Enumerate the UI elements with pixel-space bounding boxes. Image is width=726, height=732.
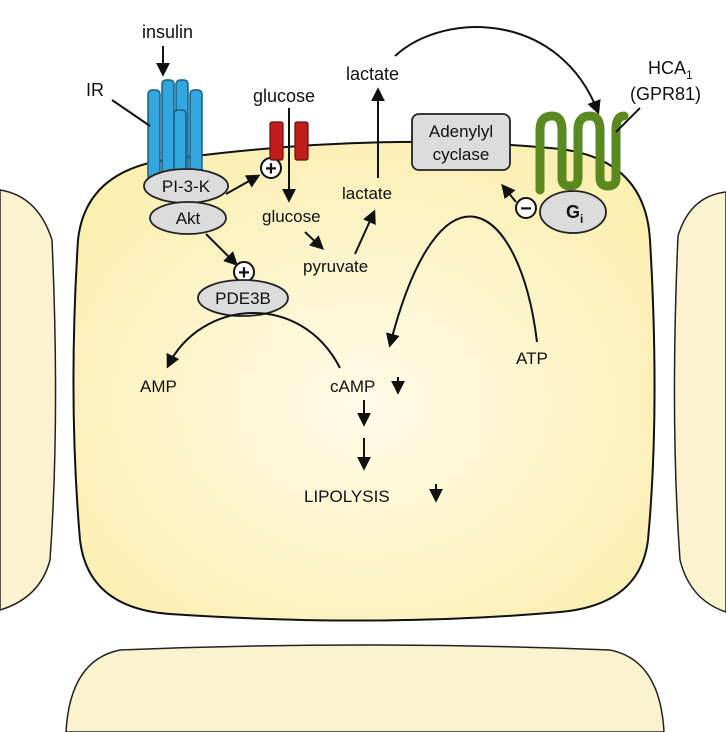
glucose-transporter: [269, 121, 309, 161]
lactate-inside-label: lactate: [342, 184, 392, 203]
pde3b-label: PDE3B: [215, 289, 271, 308]
neighbor-cell-left: [0, 189, 57, 611]
insulin-label: insulin: [142, 22, 193, 42]
lactate-outside-label: lactate: [346, 64, 399, 84]
lipolysis-label: LIPOLYSIS: [304, 487, 390, 506]
neighbor-cell-right: [673, 191, 726, 613]
gi-protein-node: [539, 190, 607, 234]
neighbor-cell-bottom: [65, 644, 665, 732]
akt-to-pde3b-arrow: [205, 233, 238, 266]
adenylyl-cyclase-node: [411, 113, 511, 171]
plus-transporter-sign: +: [265, 158, 277, 180]
hca1-label: HCA1: [648, 58, 693, 82]
gpr81-label: (GPR81): [630, 84, 701, 104]
minus-cyclase-icon: [515, 197, 537, 219]
atp-to-camp-arrow: [386, 215, 538, 348]
gi-label: Gi: [566, 202, 583, 226]
akt-label: Akt: [176, 209, 201, 228]
atp-label: ATP: [516, 349, 548, 368]
insulin-receptor: [147, 79, 203, 181]
pi3k-label: PI-3-K: [162, 177, 211, 196]
akt-to-transporter-arrow: [225, 174, 261, 195]
camp-to-amp-arrow: [166, 312, 341, 369]
adenylyl-label: Adenylyl: [429, 122, 493, 141]
ir-label: IR: [86, 80, 104, 100]
hca1-pointer-line: [615, 107, 641, 133]
gi-inhibits-cyclase-arrow: [501, 183, 517, 203]
pyruvate-label: pyruvate: [303, 257, 368, 276]
lactate-to-hca1-arrow: [394, 26, 601, 115]
glucose-outside-label: glucose: [253, 86, 315, 106]
ir-pointer-line: [111, 99, 151, 127]
cyclase-label: cyclase: [433, 145, 490, 164]
akt-node: [149, 201, 227, 235]
hca1-receptor: [535, 111, 629, 195]
minus-cyclase-sign: −: [520, 198, 532, 220]
camp-label: cAMP: [330, 377, 375, 396]
glucose-inside-label: glucose: [262, 207, 321, 226]
plus-pde3b-sign: +: [238, 262, 250, 284]
glucose-to-pyruvate-arrow: [304, 231, 325, 250]
pyruvate-to-lactate-arrow: [354, 209, 376, 255]
pde3b-node: [197, 279, 289, 317]
amp-label: AMP: [140, 377, 177, 396]
